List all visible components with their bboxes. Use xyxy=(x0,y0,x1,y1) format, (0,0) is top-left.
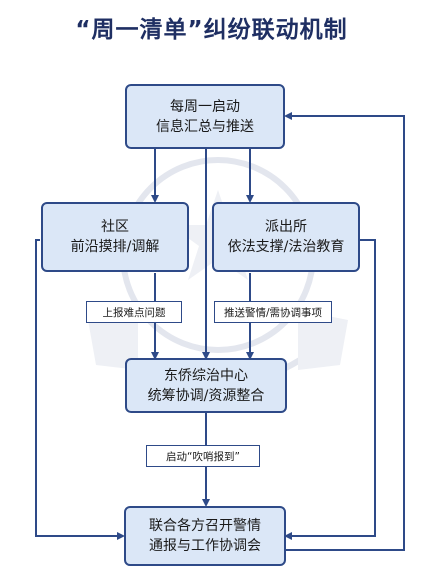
label-report-issues: 上报难点问题 xyxy=(86,301,182,323)
node-police-station-line1: 派出所 xyxy=(265,219,307,235)
arrow-police-to-meeting xyxy=(284,239,376,540)
node-police-station-line2: 依法支撑/法治教育 xyxy=(227,239,345,255)
label-push-police: 推送警情/需协调事项 xyxy=(214,301,332,323)
node-joint-meeting-line1: 联合各方召开警情 xyxy=(149,518,261,534)
node-weekly-start-line1: 每周一启动 xyxy=(170,98,240,115)
arrow-community-to-meeting xyxy=(35,239,125,540)
node-weekly-start: 每周一启动 信息汇总与推送 xyxy=(125,84,285,149)
label-whistle: 启动“吹哨报到” xyxy=(146,445,260,467)
node-police-station: 派出所 依法支撑/法治教育 xyxy=(212,202,360,272)
node-joint-meeting-line2: 通报与工作协调会 xyxy=(149,538,261,554)
node-weekly-start-line2: 信息汇总与推送 xyxy=(156,118,254,135)
node-community-line1: 社区 xyxy=(101,219,129,235)
node-community: 社区 前沿摸排/调解 xyxy=(41,202,189,272)
node-center: 东侨综治中心 统筹协调/资源整合 xyxy=(125,358,287,413)
node-center-line2: 统筹协调/资源整合 xyxy=(147,387,265,404)
node-center-line1: 东侨综治中心 xyxy=(164,367,248,384)
node-joint-meeting: 联合各方召开警情 通报与工作协调会 xyxy=(124,506,286,566)
diagram-title: “周一清单”纠纷联动机制 xyxy=(75,17,348,43)
node-community-line2: 前沿摸排/调解 xyxy=(70,239,160,255)
arrow-meeting-to-top xyxy=(284,112,405,551)
